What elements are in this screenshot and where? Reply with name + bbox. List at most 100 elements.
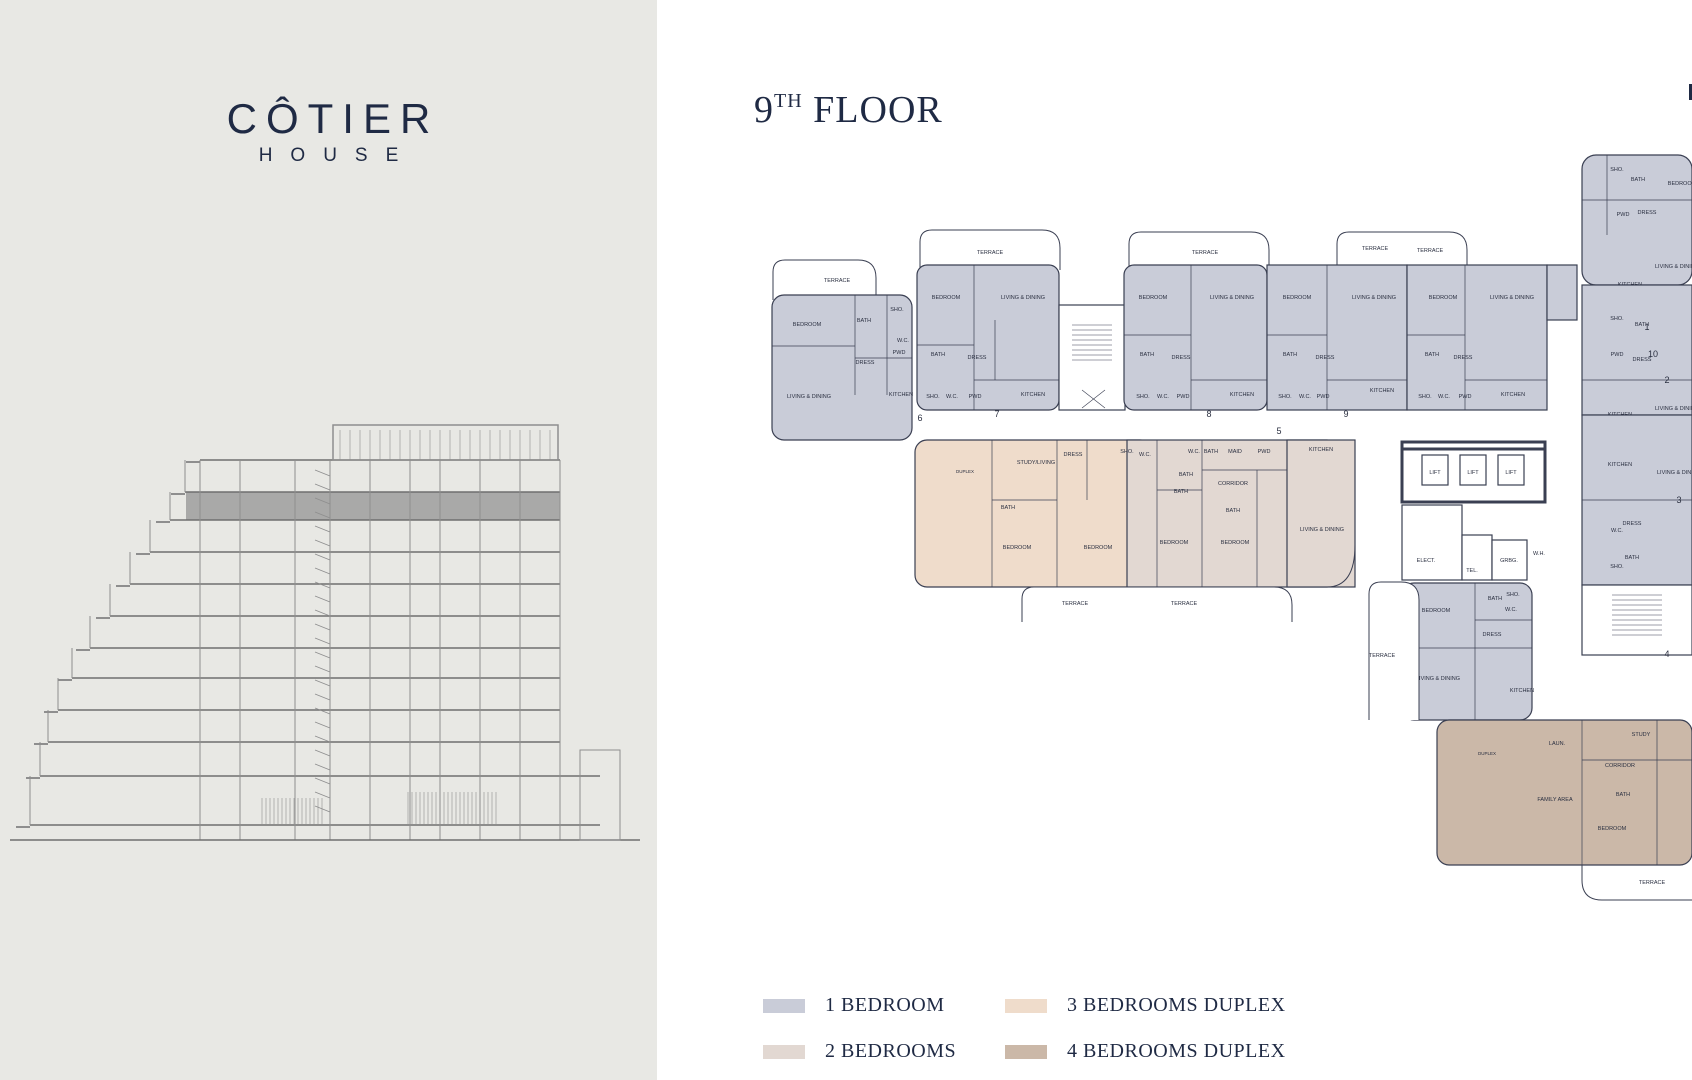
plan-wall: [1081, 389, 1106, 409]
unit-6: [771, 294, 913, 441]
lift-car: [1497, 454, 1525, 486]
room-label: BATH: [1283, 352, 1297, 358]
room-label: SHO.: [890, 307, 904, 313]
room-label: DRESS: [1483, 632, 1502, 638]
room-label: W.C.: [946, 394, 958, 400]
room-label: KITCHEN: [1309, 447, 1333, 453]
room-label: W.H.: [1533, 551, 1545, 557]
room-label: LAUN.: [1549, 741, 1566, 747]
room-label: TERRACE: [1062, 601, 1089, 607]
room-label: PWD: [1611, 352, 1624, 358]
room-label: BEDROOM: [932, 295, 961, 301]
room-label: BATH: [857, 318, 871, 324]
room-label: BEDROOM: [1429, 295, 1458, 301]
room-label: BATH: [1488, 596, 1502, 602]
room-label: KITCHEN: [1370, 388, 1394, 394]
unit-9: [1266, 264, 1408, 411]
room-label: GRBG.: [1500, 558, 1518, 564]
brand-subname: HOUSE: [258, 145, 417, 166]
room-label: BEDROOM: [1160, 540, 1189, 546]
room-label: DRESS: [1623, 521, 1642, 527]
room-label: DRESS: [856, 360, 875, 366]
unit-number: 3: [1676, 495, 1681, 505]
unit-4br-duplex: [1436, 719, 1692, 866]
terrace-outline: [1128, 231, 1270, 272]
room-label: LIVING & DINING: [1657, 470, 1692, 476]
floor-title: 9TH FLOOR: [754, 88, 943, 132]
unit-number: 10: [1648, 349, 1658, 359]
stair-tread: [314, 567, 331, 575]
unit-east-b: [1581, 284, 1692, 416]
room-label: KITCHEN: [1230, 392, 1254, 398]
stair-tread: [314, 651, 331, 659]
legend-item-3-bedrooms-duplex: 3 BEDROOMS DUPLEX: [1005, 994, 1286, 1017]
room-label: W.C.: [1438, 394, 1450, 400]
stair-tread: [314, 581, 331, 589]
room-label: ELECT.: [1417, 558, 1436, 564]
room-label: BATH: [1425, 352, 1439, 358]
room-label: LIFT: [1467, 470, 1479, 476]
room-label: BATH: [1616, 792, 1630, 798]
stair-tread: [314, 679, 331, 687]
room-label: DRESS: [1064, 452, 1083, 458]
brand-name: CÔTIER: [226, 95, 440, 142]
room-label: DRESS: [1638, 210, 1657, 216]
stair-tread: [314, 469, 331, 477]
room-label: BEDROOM: [1668, 181, 1692, 187]
lobby-block: [1546, 264, 1578, 321]
room-label: PWD: [1317, 394, 1330, 400]
room-label: LIVING & DINING: [1490, 295, 1534, 301]
room-label: KITCHEN: [889, 392, 913, 398]
room-label: BATH: [1226, 508, 1240, 514]
room-label: DRESS: [968, 355, 987, 361]
room-label: STUDY: [1632, 732, 1651, 738]
room-label: DRESS: [1172, 355, 1191, 361]
service-tel: [1461, 534, 1493, 581]
unit-number: 9: [1343, 409, 1348, 419]
unit-number: 5: [1276, 426, 1281, 436]
room-label: BATH: [931, 352, 945, 358]
room-label: LIVING & DINING: [1655, 406, 1692, 412]
unit-number: 1: [1644, 322, 1649, 332]
stair-tread: [314, 791, 331, 799]
building-elevation-drawing: [10, 424, 640, 841]
room-label: BATH: [1140, 352, 1154, 358]
room-label: TERRACE: [824, 278, 851, 284]
room-label: LIVING & DINING: [1352, 295, 1396, 301]
unit-living: [1286, 439, 1356, 588]
stair-tread: [314, 623, 331, 631]
building-elevation-panel: CÔTIER HOUSE: [0, 0, 657, 1080]
room-label: STUDY/LIVING: [1017, 460, 1055, 466]
legend-label-4-bedrooms-duplex: 4 BEDROOMS DUPLEX: [1067, 1040, 1286, 1062]
floor-suffix: TH: [774, 90, 803, 112]
room-label: W.C.: [897, 338, 909, 344]
room-label: PWD: [1617, 212, 1630, 218]
room-label: FAMILY AREA: [1537, 797, 1573, 803]
unit-10: [1406, 264, 1548, 411]
room-label: PWD: [893, 350, 906, 356]
room-label: BATH: [1174, 489, 1188, 495]
room-label: W.C.: [1611, 528, 1623, 534]
stair-tread: [314, 497, 331, 505]
stair-tread: [314, 707, 331, 715]
room-label: LIFT: [1429, 470, 1441, 476]
room-label: BATH: [1625, 555, 1639, 561]
lift-car: [1421, 454, 1449, 486]
unit-number: 2: [1664, 375, 1669, 385]
room-label: SHO.: [1506, 592, 1520, 598]
room-label: SHO.: [1610, 167, 1624, 173]
unit-number: 8: [1206, 409, 1211, 419]
room-label: SHO.: [1120, 449, 1134, 455]
legend-label-3-bedrooms-duplex: 3 BEDROOMS DUPLEX: [1067, 994, 1286, 1016]
stair-tread: [314, 693, 331, 701]
podium-block: [579, 749, 621, 841]
terrace-outline: [1336, 231, 1468, 272]
room-label: SHO.: [1418, 394, 1432, 400]
stair-core: [1058, 304, 1126, 411]
stair-tread: [314, 735, 331, 743]
room-label: TERRACE: [1362, 246, 1389, 252]
room-label: BATH: [1204, 449, 1218, 455]
stair-tread: [314, 665, 331, 673]
terrace-bottom: [1581, 865, 1692, 901]
